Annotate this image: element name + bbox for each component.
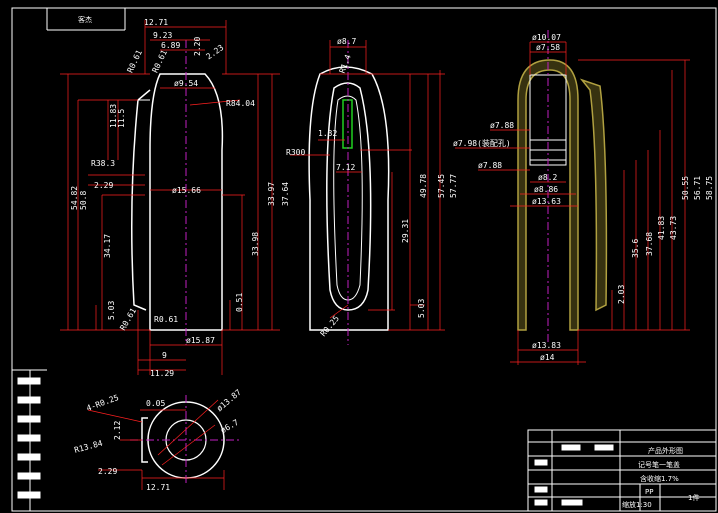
- dim-d8-7: ø8.7: [337, 37, 356, 46]
- dim-r1-4: R1.4: [338, 53, 353, 74]
- dim-54-82: 54.82: [70, 186, 79, 210]
- dim-11-29: 11.29: [150, 369, 174, 378]
- dim-2-23: 2.23: [204, 43, 225, 62]
- dim-57-77: 57.77: [449, 174, 458, 198]
- dim-35-6: 35.6: [631, 239, 640, 258]
- dim-41-83: 41.83: [657, 216, 666, 240]
- drawing-frame: [11, 7, 717, 512]
- view-middle: ø8.7 R1.4 1.32 R300 7.12 49.78 57.45 57.…: [286, 37, 458, 345]
- dim-r0-61-b: R0.61: [151, 48, 169, 74]
- dim-9-23: 9.23: [153, 31, 172, 40]
- dim-7-12: 7.12: [336, 163, 355, 172]
- dim-d13-63: ø13.63: [532, 197, 561, 206]
- title-block: [527, 429, 717, 512]
- title-block-scale: 缩放1:30: [622, 500, 652, 509]
- dim-4-r0-25: 4-R0.25: [85, 393, 120, 413]
- middle-body-outline: [308, 66, 390, 331]
- dim-9: 9: [162, 351, 167, 360]
- title-block-quantity: 1件: [688, 493, 699, 502]
- dim-r38-3: R38.3: [91, 159, 115, 168]
- dim-5-03: 5.03: [107, 301, 116, 320]
- dim-0-51: 0.51: [235, 293, 244, 312]
- dim-d14: ø14: [540, 353, 555, 362]
- dim-r84-04: R84.04: [226, 99, 255, 108]
- dim-12-71: 12.71: [144, 18, 168, 27]
- dim-2-29-sec: 2.29: [98, 467, 117, 476]
- dim-r13-84: R13.84: [73, 439, 103, 455]
- dim-d7-88-b: ø7.88: [478, 161, 502, 170]
- dim-d15-66: ø15.66: [172, 186, 201, 195]
- right-inner-bore: [529, 74, 567, 166]
- corner-label: 客杰: [78, 15, 92, 24]
- dim-d13-87: ø13.87: [215, 388, 243, 414]
- title-block-part-name: 记号笔一笔盖: [638, 460, 680, 469]
- title-block-title: 产品外形图: [648, 446, 683, 455]
- dim-d9-54: ø9.54: [174, 79, 198, 88]
- dim-2-29: 2.29: [94, 181, 113, 190]
- dim-r0-61-c: R0.61: [118, 306, 138, 332]
- dim-37-68: 37.68: [645, 232, 654, 256]
- dim-r0-25: R0.25: [319, 314, 341, 338]
- dim-d10-07: ø10.07: [532, 33, 561, 42]
- dim-2-03: 2.03: [617, 285, 626, 304]
- middle-clip-outline: [326, 82, 372, 311]
- dim-57-45: 57.45: [437, 174, 446, 198]
- dim-56-71: 56.71: [693, 176, 702, 200]
- dim-r0-61-a: R0.61: [126, 48, 144, 74]
- dim-0-05: 0.05: [146, 399, 165, 408]
- left-clip-outline: [131, 89, 151, 311]
- dim-11-5: 11.5: [117, 109, 126, 128]
- dim-d13-83: ø13.83: [532, 341, 561, 350]
- title-block-material: PP: [645, 488, 653, 496]
- dim-d7-58: ø7.58: [536, 43, 560, 52]
- revision-column: [12, 369, 47, 511]
- dim-1-32: 1.32: [318, 129, 337, 138]
- dim-2-12: 2.12: [113, 421, 122, 440]
- left-body-outline: [149, 73, 224, 331]
- dim-d7-98: ø7.98(装配孔): [453, 138, 511, 148]
- dim-34-17: 34.17: [103, 234, 112, 258]
- dim-49-78: 49.78: [419, 174, 428, 198]
- dim-r300: R300: [286, 148, 305, 157]
- dim-5-03-mid: 5.03: [417, 299, 426, 318]
- view-left: 12.71 9.23 6.89 R0.61 R0.61 2.20 2.23 ø9…: [60, 18, 290, 378]
- dim-d8-86: ø8.86: [534, 185, 558, 194]
- dim-29-31: 29.31: [401, 219, 410, 243]
- title-block-shrink: 含收缩1.7%: [640, 474, 679, 483]
- dim-d8-2: ø8.2: [538, 173, 557, 182]
- dim-11-83: 11.83: [109, 104, 118, 128]
- dim-d15-87: ø15.87: [186, 336, 215, 345]
- dim-43-73: 43.73: [669, 216, 678, 240]
- dim-50-8: 50.8: [79, 191, 88, 210]
- dim-d6-7: ø6.7: [219, 418, 240, 436]
- dim-2-20: 2.20: [193, 37, 202, 56]
- view-right: ø10.07 ø7.58 ø7.88 ø7.98(装配孔) ø7.88 ø8.2…: [453, 30, 714, 365]
- dim-50-55: 50.55: [681, 176, 690, 200]
- dim-d7-88-a: ø7.88: [490, 121, 514, 130]
- view-section: 0.05 4-R0.25 ø13.87 ø6.7 R13.84 2.12 2.2…: [73, 388, 243, 492]
- dim-12-71-sec: 12.71: [146, 483, 170, 492]
- dim-37-64: 37.64: [281, 182, 290, 206]
- dim-58-75: 58.75: [705, 176, 714, 200]
- right-clip-section: [579, 78, 608, 312]
- dim-6-89: 6.89: [161, 41, 180, 50]
- dim-33-98: 33.98: [251, 232, 260, 256]
- dim-r0-61-d: R0.61: [154, 315, 178, 324]
- dim-33-97: 33.97: [267, 182, 276, 206]
